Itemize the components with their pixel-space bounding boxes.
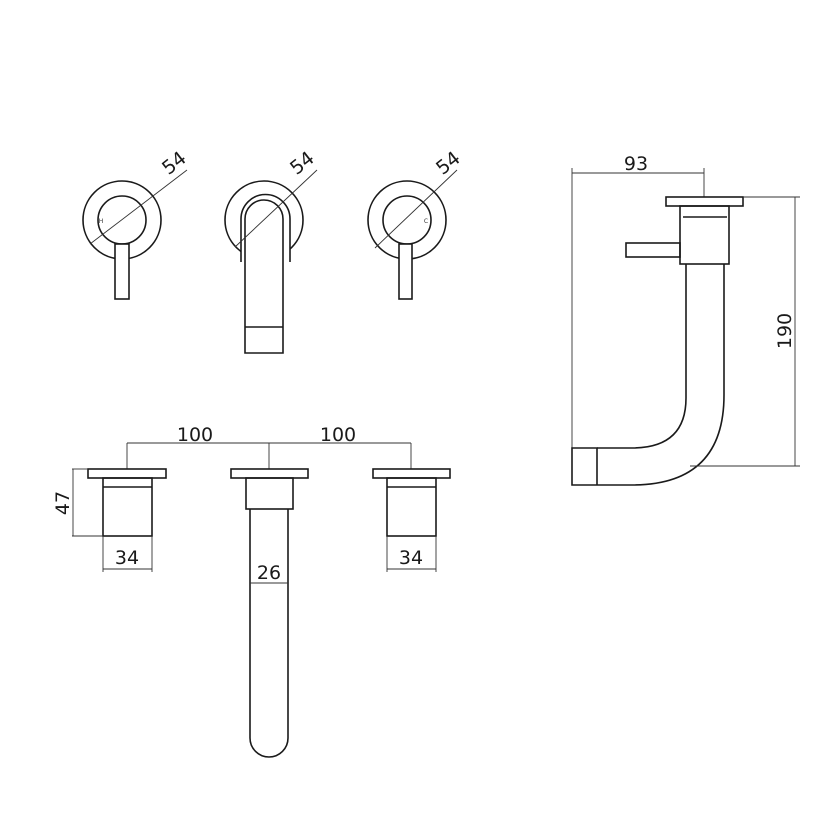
front-right-handle: C 54 bbox=[367, 147, 465, 300]
top-view: 100 100 47 34 26 34 bbox=[52, 424, 451, 758]
side-view: 93 190 bbox=[571, 153, 800, 486]
front-spout: 54 bbox=[224, 147, 319, 354]
cold-marking: C bbox=[424, 218, 428, 225]
dimension-label: 190 bbox=[774, 313, 796, 349]
dimension-label: 54 bbox=[286, 147, 319, 179]
dimension-label: 100 bbox=[320, 424, 356, 446]
front-left-handle: H 54 bbox=[82, 147, 191, 300]
dimension-label: 34 bbox=[399, 547, 423, 569]
dimension-label: 93 bbox=[624, 153, 648, 175]
dimension-label: 47 bbox=[52, 491, 74, 515]
hot-marking: H bbox=[99, 218, 104, 225]
dimension-label: 54 bbox=[432, 147, 465, 179]
dimension-label: 100 bbox=[177, 424, 213, 446]
dimension-label: 34 bbox=[115, 547, 139, 569]
dimension-label: 54 bbox=[158, 147, 191, 179]
dimension-label: 26 bbox=[257, 562, 281, 584]
